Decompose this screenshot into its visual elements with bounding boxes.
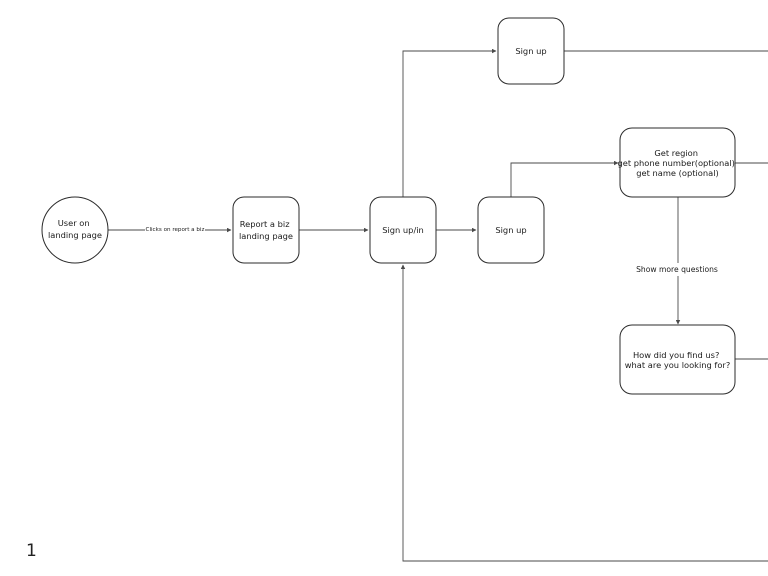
edge-label-show-more-group: Show more questions xyxy=(636,263,720,276)
connectors xyxy=(108,48,768,562)
edge-signup-in-to-signup-top xyxy=(402,48,497,197)
node-how-find-line-2: what are you looking for? xyxy=(625,360,731,370)
node-how-find-line-1: How did you find us? xyxy=(633,350,719,360)
svg-text:Report a biz landing pag: Report a biz landing page xyxy=(239,219,293,241)
node-report-biz: Report a biz landing page xyxy=(232,196,300,264)
node-signup-mid: Sign up xyxy=(477,196,545,264)
node-report-biz-line-1: Report a biz xyxy=(240,219,290,229)
svg-text:Sign up/in: Sign up/in xyxy=(382,225,424,235)
svg-text:Get region get phone num: Get region get phone number(optional) ge… xyxy=(618,148,738,178)
node-signup-top-line-1: Sign up xyxy=(515,46,546,56)
node-how-find: How did you find us? what are you lookin… xyxy=(619,324,736,395)
node-signup-in: Sign up/in xyxy=(369,196,437,264)
node-user-landing-line-2: landing page xyxy=(48,230,102,240)
page-number: 1 xyxy=(26,541,37,561)
node-signup-in-line-1: Sign up/in xyxy=(382,225,424,235)
node-get-region-line-1: Get region xyxy=(654,148,698,158)
node-user-landing: User on landing page xyxy=(41,196,109,264)
svg-text:User on landing page: User on landing page xyxy=(48,218,102,240)
node-report-biz-line-2: landing page xyxy=(239,231,293,241)
edge-label-clicks-report: Clicks on report a biz xyxy=(146,227,205,233)
node-get-region-line-2: get phone number(optional) xyxy=(618,158,735,168)
node-get-region-line-3: get name (optional) xyxy=(636,168,719,178)
svg-text:Sign up: Sign up xyxy=(515,46,546,56)
edge-return-loop xyxy=(400,264,768,562)
svg-text:Sign up: Sign up xyxy=(495,225,526,235)
node-signup-mid-line-1: Sign up xyxy=(495,225,526,235)
node-signup-top: Sign up xyxy=(497,17,565,85)
node-get-region: Get region get phone number(optional) ge… xyxy=(618,127,738,198)
svg-text:How did you find us? wha: How did you find us? what are you lookin… xyxy=(625,350,731,370)
edge-label-show-more: Show more questions xyxy=(636,265,718,274)
edge-signup-to-get-region xyxy=(510,160,619,197)
edge-label-clicks-report-group: Clicks on report a biz xyxy=(145,225,205,235)
node-user-landing-line-1: User on xyxy=(58,218,90,228)
